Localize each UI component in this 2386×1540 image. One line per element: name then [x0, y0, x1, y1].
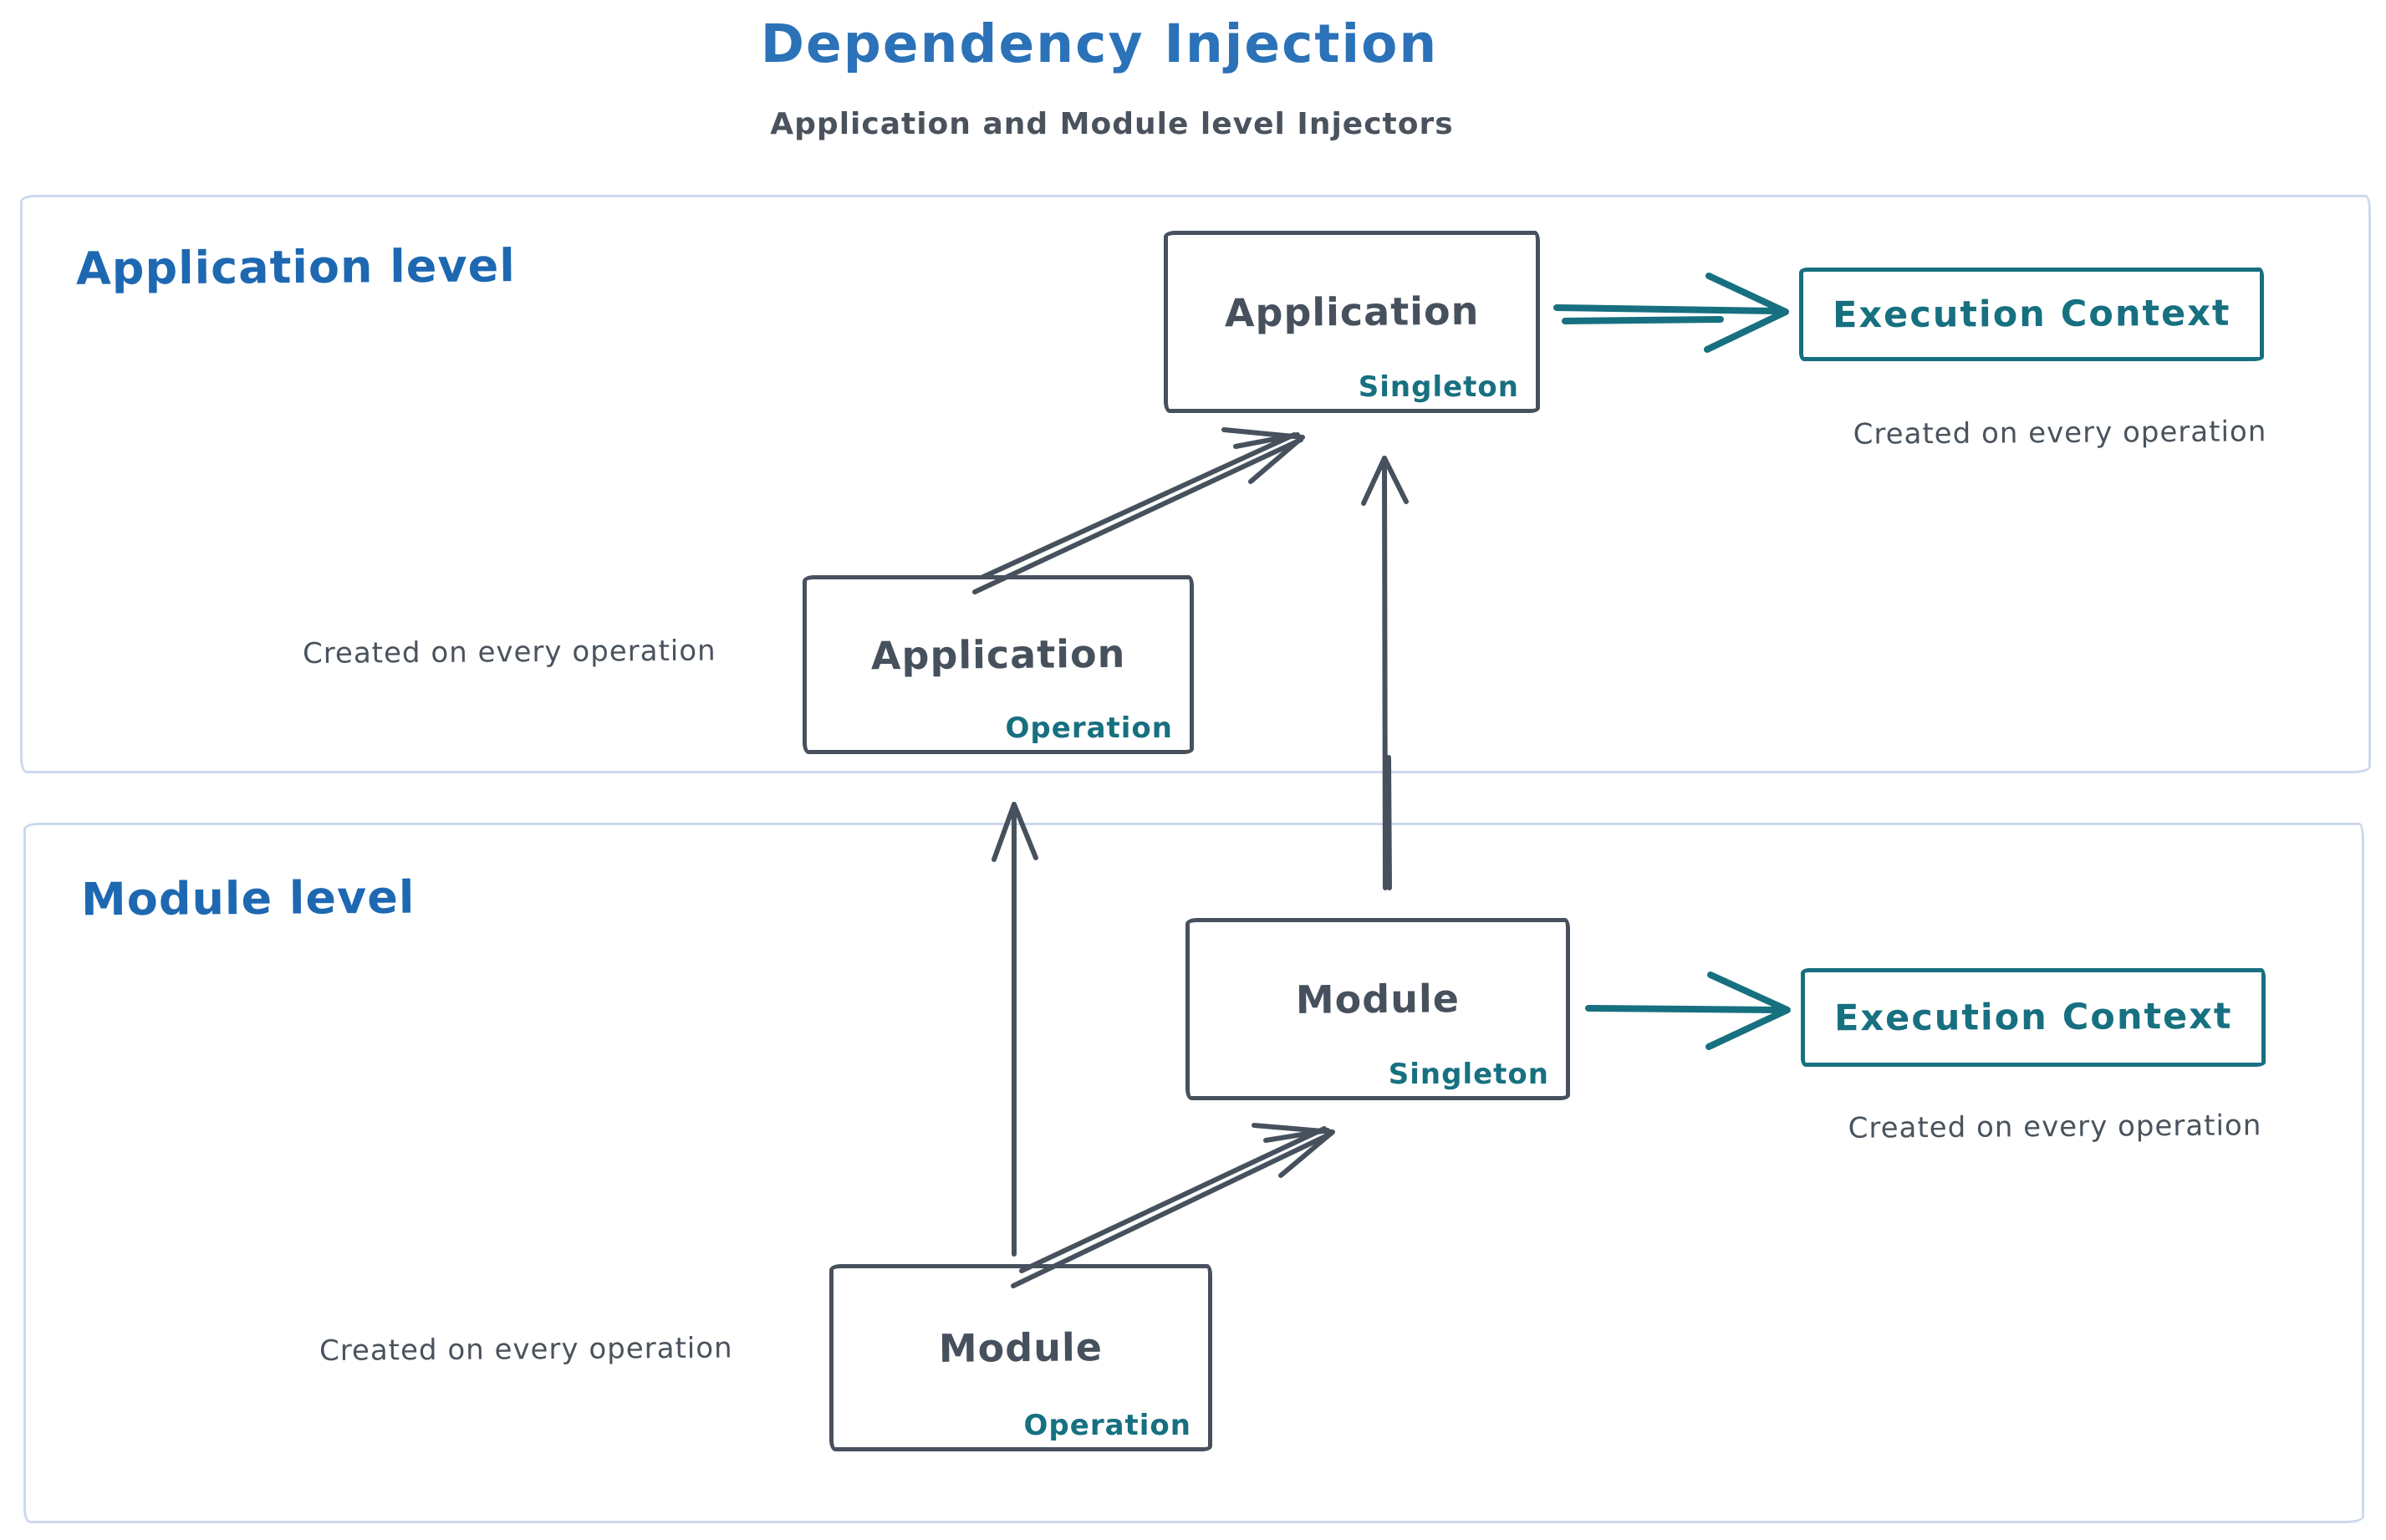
application-singleton-title: Application [1224, 288, 1480, 336]
application-level-label: Application level [75, 239, 516, 295]
module-execution-context-label: Execution Context [1833, 995, 2233, 1040]
module-singleton-badge: Singleton [1388, 1058, 1549, 1091]
application-singleton-badge: Singleton [1358, 370, 1519, 404]
module-operation-badge: Operation [1023, 1409, 1191, 1442]
module-execution-context-caption: Created on every operation [1848, 1109, 2262, 1145]
application-operation-node: Application Operation [803, 575, 1194, 754]
application-execution-context-caption: Created on every operation [1853, 415, 2267, 451]
application-execution-context-label: Execution Context [1832, 292, 2231, 337]
module-operation-node: Module Operation [829, 1264, 1212, 1451]
module-operation-caption: Created on every operation [319, 1331, 733, 1368]
application-operation-badge: Operation [1005, 711, 1173, 745]
diagram-title: Dependency Injection [760, 13, 1439, 74]
application-execution-context-box: Execution Context [1799, 268, 2264, 361]
application-operation-title: Application [870, 630, 1126, 679]
diagram-subtitle: Application and Module level Injectors [770, 107, 1454, 141]
application-singleton-node: Application Singleton [1164, 231, 1540, 413]
module-operation-title: Module [938, 1324, 1104, 1371]
module-singleton-node: Module Singleton [1185, 918, 1570, 1100]
module-singleton-title: Module [1295, 976, 1461, 1022]
module-execution-context-box: Execution Context [1801, 968, 2266, 1067]
module-level-label: Module level [80, 870, 416, 926]
application-operation-caption: Created on every operation [302, 634, 716, 671]
